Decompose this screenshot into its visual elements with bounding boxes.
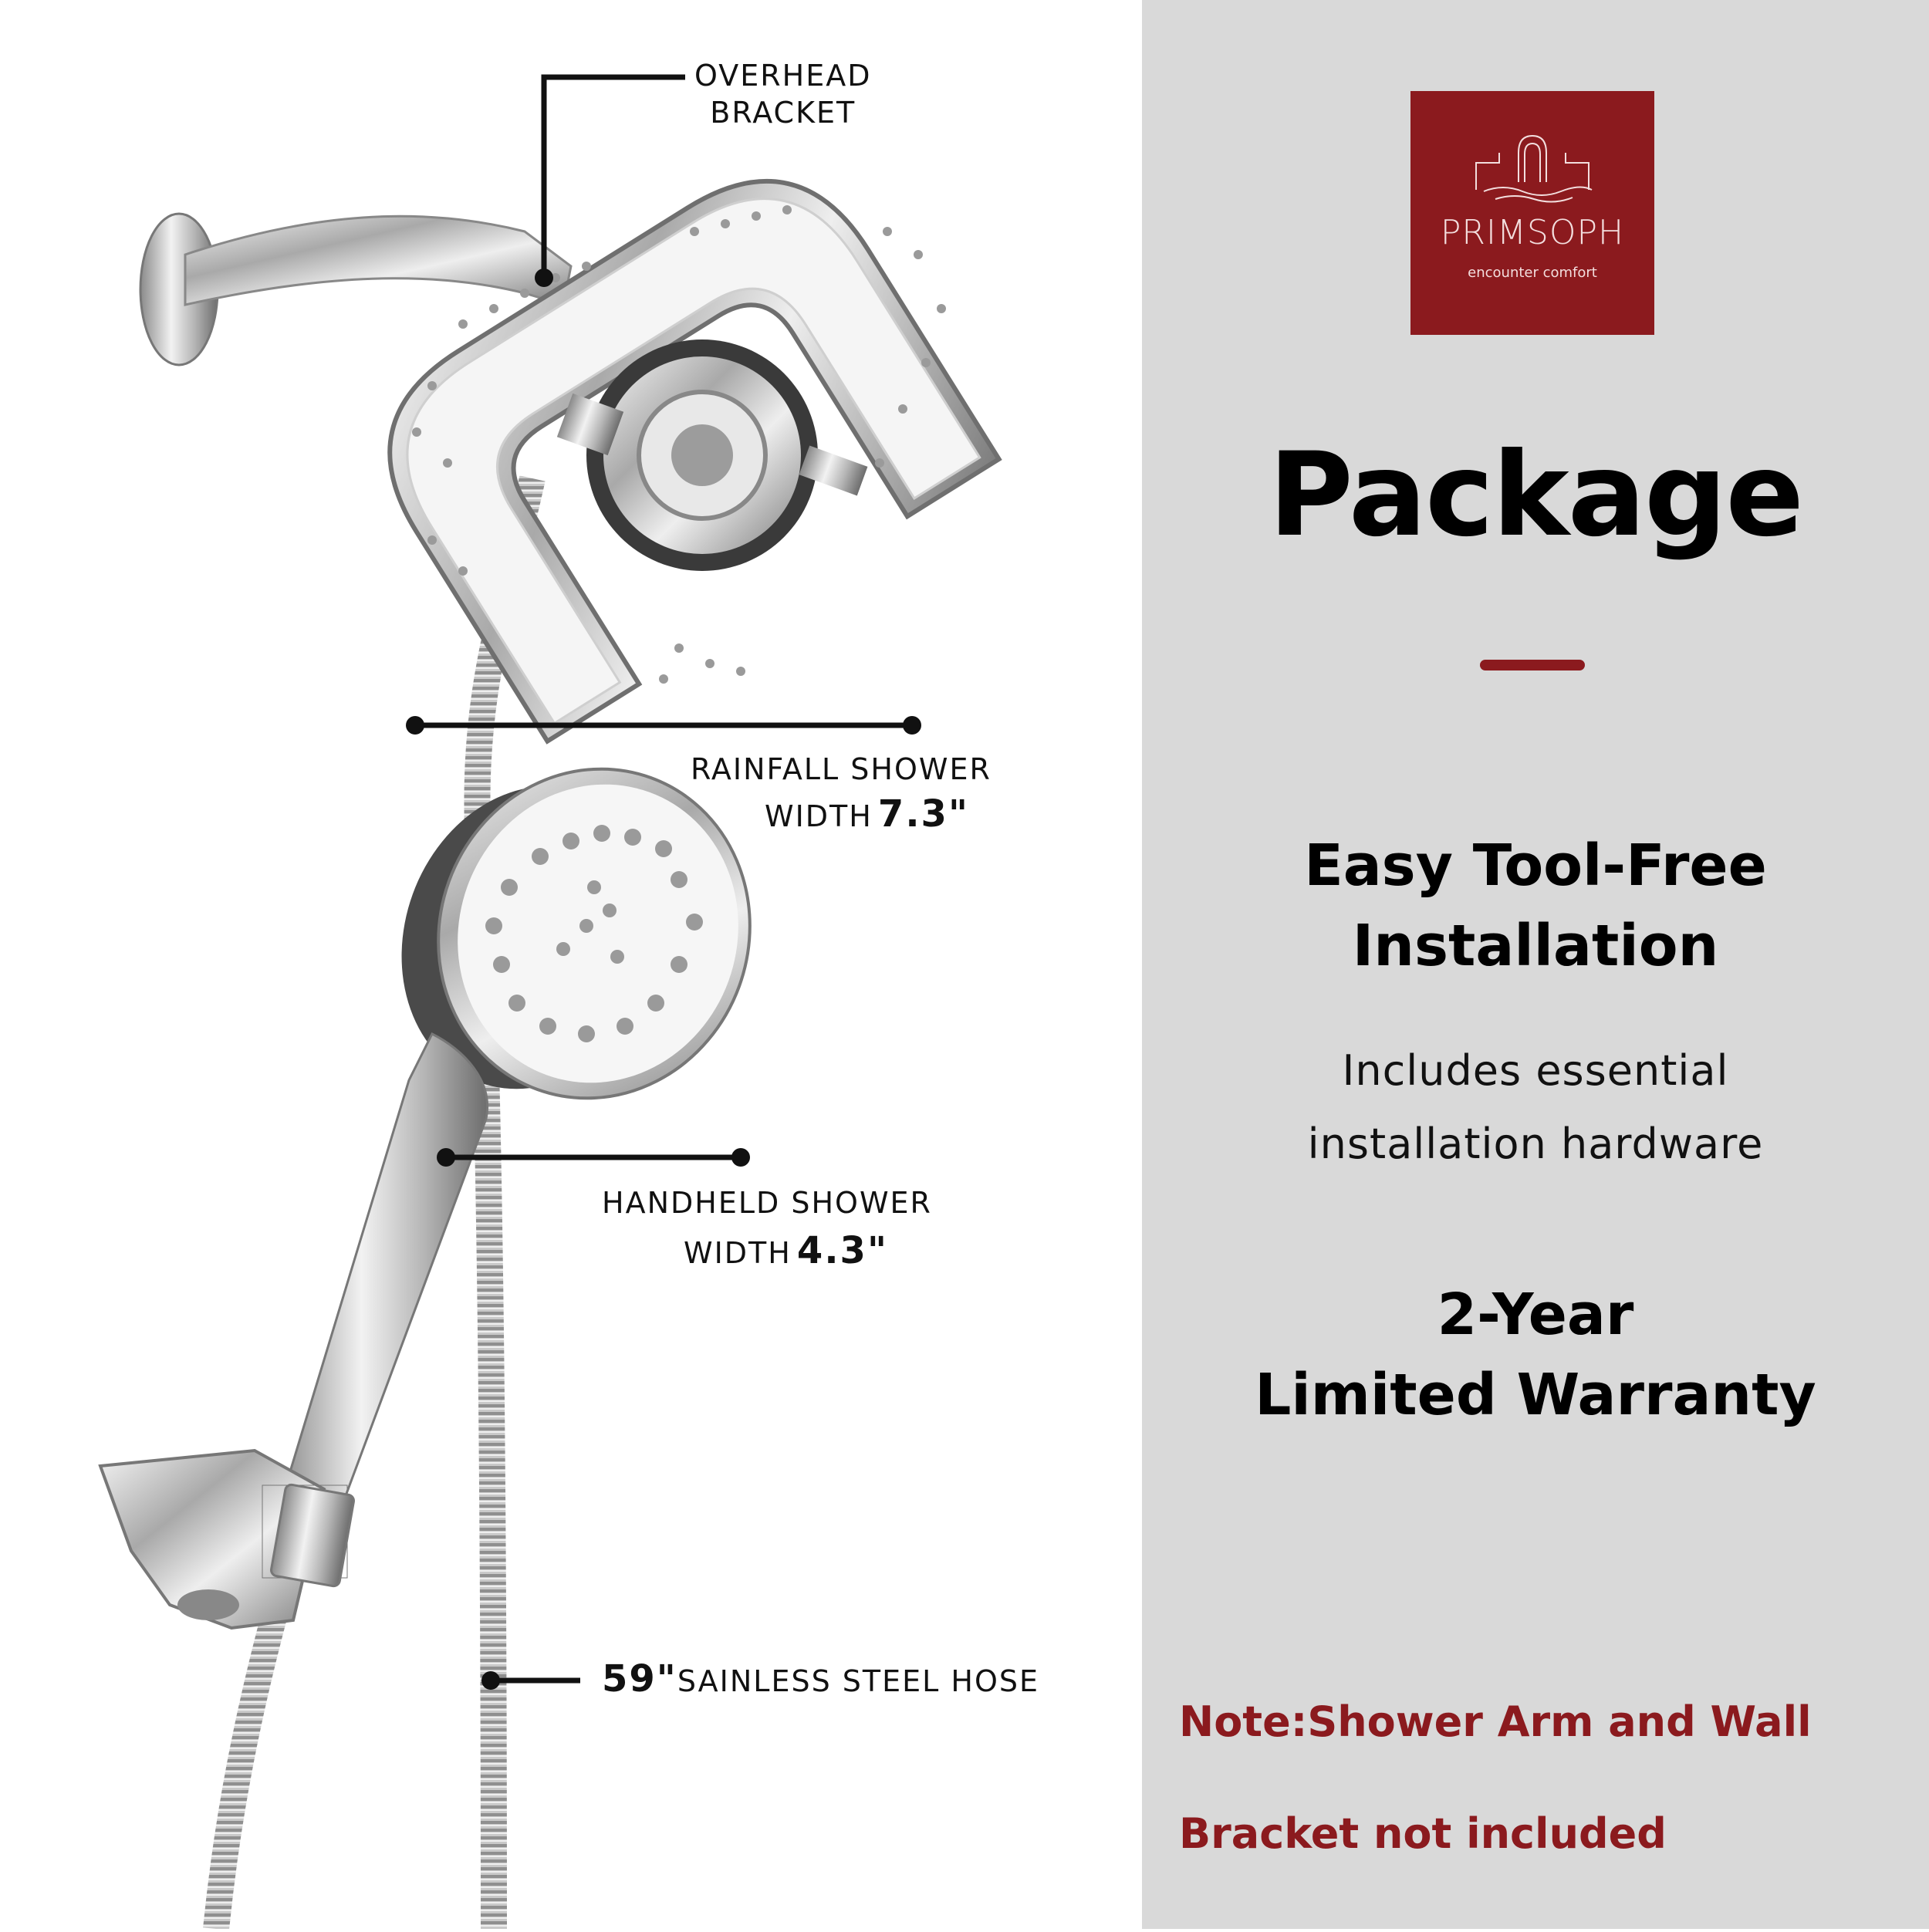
handheld-shower-callout: HANDHELD SHOWER WIDTH 4.3" bbox=[602, 1179, 932, 1283]
hose-length-value: 59" bbox=[602, 1657, 677, 1701]
hose-connector bbox=[270, 1483, 355, 1588]
handheld-width-label: WIDTH bbox=[684, 1236, 792, 1270]
shower-product-illustration bbox=[98, 74, 1002, 1930]
rainfall-shower-label: RAINFALL SHOWER bbox=[691, 752, 992, 786]
rainfall-shower-head bbox=[387, 178, 1002, 745]
brand-logo: PRIMSOPH encounter comfort bbox=[1410, 91, 1654, 335]
brand-name: PRIMSOPH bbox=[1440, 213, 1625, 252]
rainfall-nozzles bbox=[412, 205, 946, 684]
package-heading: Package bbox=[1268, 428, 1804, 562]
easy-install-heading: Easy Tool-Free Installation bbox=[1142, 826, 1929, 986]
easy-install-line2: Installation bbox=[1352, 913, 1719, 979]
rainfall-width-label: WIDTH bbox=[765, 799, 873, 833]
shower-arm bbox=[184, 214, 573, 306]
note-line1: Note:Shower Arm and Wall bbox=[1179, 1697, 1812, 1746]
overhead-bracket-callout: OVERHEAD BRACKET bbox=[694, 57, 872, 131]
overhead-bracket-line1: OVERHEAD bbox=[694, 59, 872, 93]
handheld-shower-label: HANDHELD SHOWER bbox=[602, 1186, 932, 1220]
faucet-logo-icon bbox=[1475, 134, 1593, 203]
hose-label: SAINLESS STEEL HOSE bbox=[677, 1664, 1039, 1698]
product-illustration-panel: OVERHEAD BRACKET RAINFALL SHOWER WIDTH 7… bbox=[98, 57, 1039, 1930]
warranty-line1: 2-Year bbox=[1437, 1282, 1634, 1348]
handheld-width-value: 4.3" bbox=[796, 1229, 888, 1272]
heading-divider bbox=[1480, 660, 1585, 670]
warranty-line2: Limited Warranty bbox=[1255, 1362, 1816, 1428]
includes-hardware-text: Includes essential installation hardware bbox=[1142, 1034, 1929, 1180]
overhead-bracket-line2: BRACKET bbox=[710, 96, 856, 130]
overhead-bracket-callout-line bbox=[541, 74, 685, 278]
warranty-heading: 2-Year Limited Warranty bbox=[1142, 1275, 1929, 1435]
wall-holder bbox=[98, 1448, 326, 1630]
rainfall-width-value: 7.3" bbox=[877, 792, 969, 836]
handheld-handle bbox=[275, 1032, 488, 1514]
rainfall-shower-callout: RAINFALL SHOWER WIDTH 7.3" bbox=[691, 747, 992, 845]
handheld-shower-head bbox=[401, 767, 752, 1100]
note-line2: Bracket not included bbox=[1179, 1809, 1667, 1858]
hose-callout: 59"SAINLESS STEEL HOSE bbox=[602, 1657, 1039, 1701]
easy-install-line1: Easy Tool-Free bbox=[1304, 833, 1767, 899]
brand-tagline: encounter comfort bbox=[1468, 265, 1597, 281]
includes-line2: installation hardware bbox=[1307, 1120, 1764, 1168]
includes-line1: Includes essential bbox=[1342, 1046, 1729, 1095]
